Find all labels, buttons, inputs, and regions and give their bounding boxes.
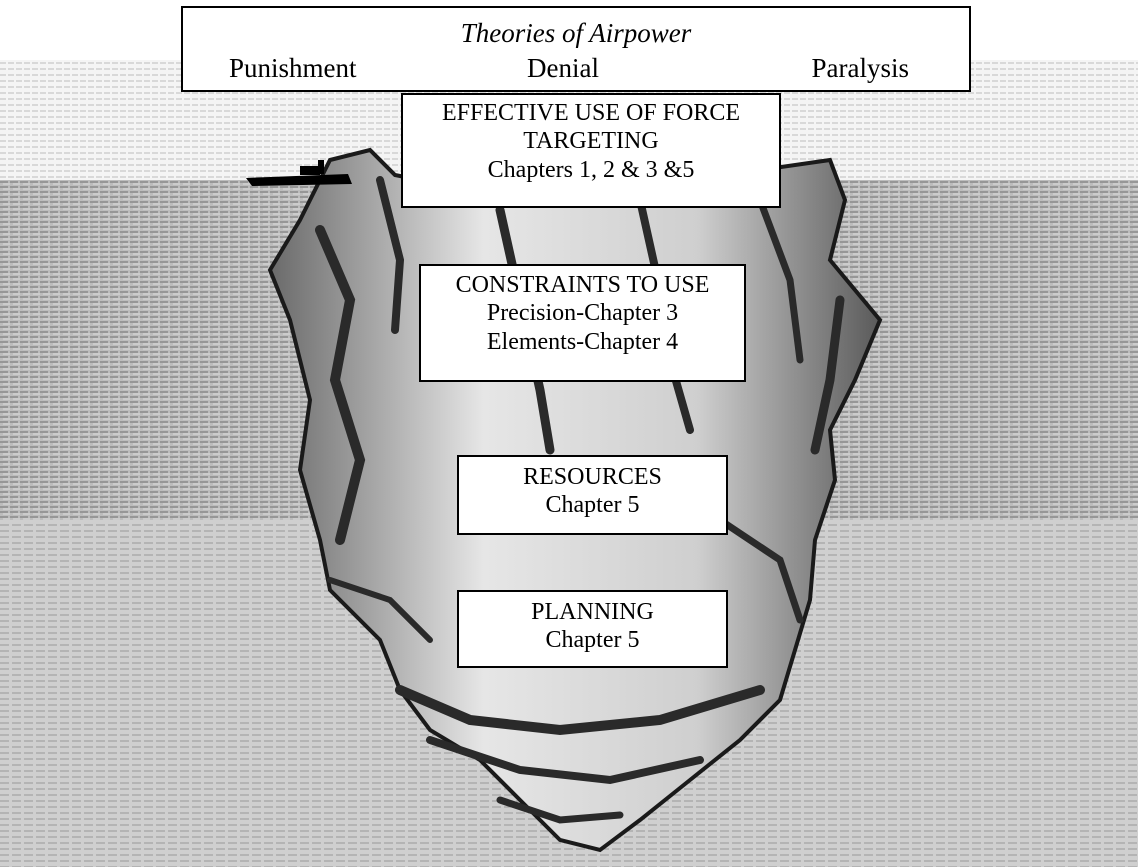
level-detail: Elements-Chapter 4: [486, 328, 679, 355]
level-heading: EFFECTIVE USE OF FORCE: [441, 100, 741, 126]
theories-header: Theories of Airpower Punishment Denial P…: [181, 6, 971, 92]
diagram-title: Theories of Airpower: [460, 18, 692, 48]
level-subheading: TARGETING: [523, 128, 659, 155]
ship-icon: [246, 160, 352, 186]
level-effective-use-of-force: EFFECTIVE USE OF FORCE TARGETING Chapter…: [401, 93, 781, 208]
theory-paralysis: Paralysis: [811, 53, 910, 83]
level-heading: RESOURCES: [523, 464, 662, 490]
level-resources: RESOURCES Chapter 5: [457, 455, 728, 535]
level-chapters: Chapter 5: [545, 627, 640, 654]
level-detail: Precision-Chapter 3: [486, 300, 679, 327]
level-chapters: Chapter 5: [545, 492, 640, 519]
level-heading: CONSTRAINTS TO USE: [455, 272, 710, 298]
iceberg-shading: [315, 176, 845, 824]
level-planning: PLANNING Chapter 5: [457, 590, 728, 668]
level-chapters: Chapters 1, 2 & 3 &5: [487, 156, 695, 183]
level-constraints-to-use: CONSTRAINTS TO USE Precision-Chapter 3 E…: [419, 264, 746, 382]
theory-punishment: Punishment: [229, 53, 357, 83]
theory-denial: Denial: [527, 53, 599, 83]
level-heading: PLANNING: [531, 599, 654, 625]
